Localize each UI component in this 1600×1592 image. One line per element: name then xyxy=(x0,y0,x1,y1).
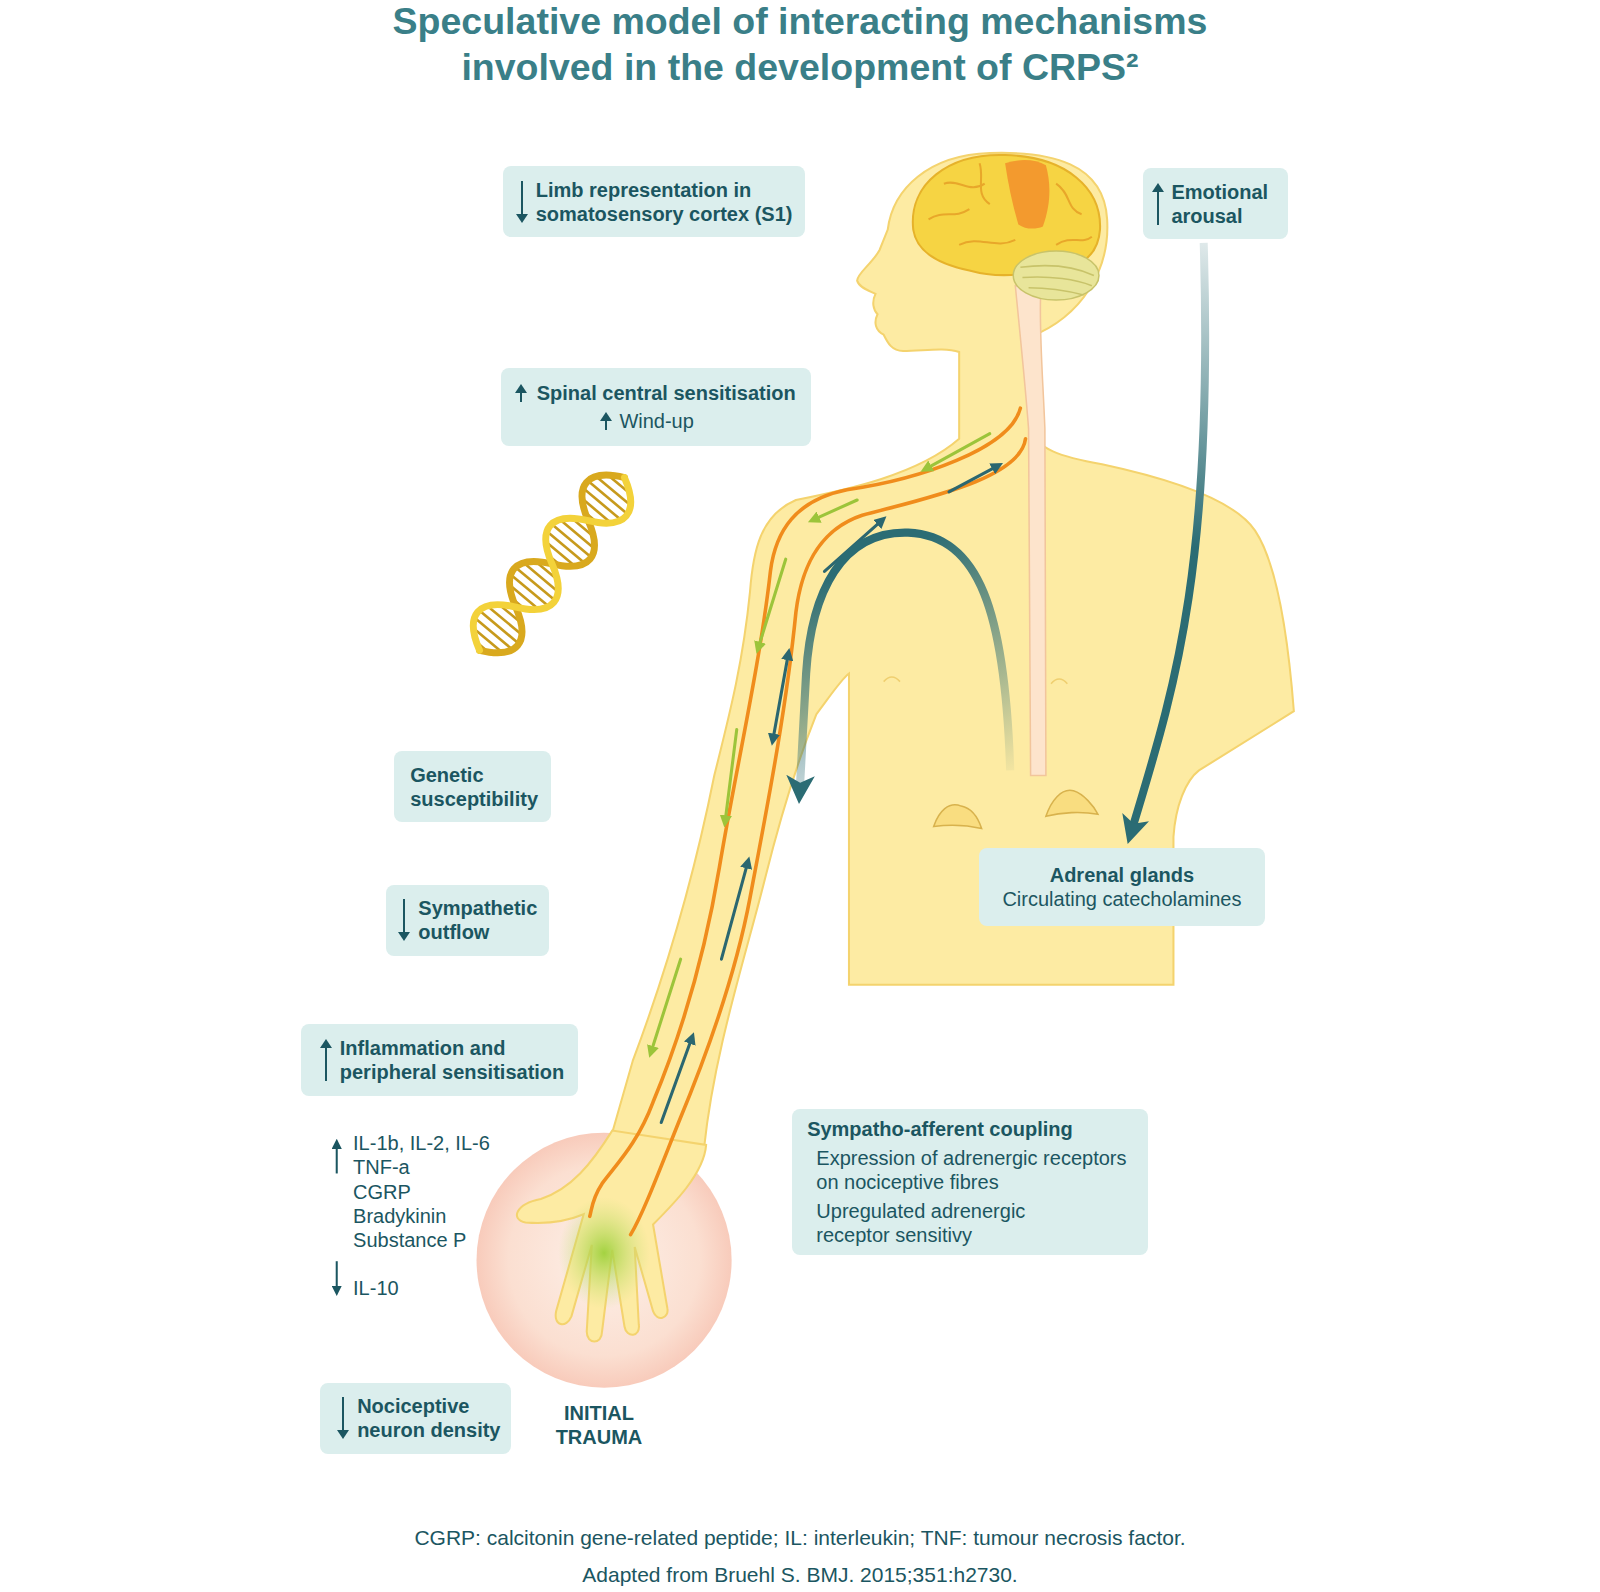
figure-caption: CGRP: calcitonin gene-related peptide; I… xyxy=(50,1525,1550,1551)
mediator-label: Substance P xyxy=(353,1228,466,1252)
spinal-cord xyxy=(1015,286,1046,776)
text-row: Adrenal glands xyxy=(979,863,1266,887)
arrow-shaft xyxy=(1157,189,1159,225)
mechanism-box: Limb representation in somatosensory cor… xyxy=(503,166,805,236)
brain-gyri xyxy=(929,163,1092,245)
box-heading: Inflammation and peripheral sensitisatio… xyxy=(340,1036,572,1084)
box-heading: Limb representation in somatosensory cor… xyxy=(536,178,799,226)
text-row: Upregulated adrenergic receptor sensitiv… xyxy=(792,1199,1148,1247)
increase-arrow xyxy=(336,1147,338,1174)
increase-arrow xyxy=(1152,183,1164,225)
cerebellum-folds xyxy=(1020,266,1093,295)
increase-arrow xyxy=(320,1039,332,1081)
cerebellum xyxy=(1013,251,1099,300)
increase-arrow xyxy=(600,412,612,430)
afferent-arrows xyxy=(661,467,995,1122)
somatosensory-cortex xyxy=(1005,160,1049,229)
mechanism-box: Sympathetic outflow xyxy=(386,885,549,956)
efferent-arrows xyxy=(652,434,990,1049)
box-heading: Sympathetic outflow xyxy=(418,896,543,944)
box-heading: Spinal central sensitisation xyxy=(537,381,806,405)
hand xyxy=(517,1131,706,1342)
mediator-label: Bradykinin xyxy=(353,1204,446,1228)
mechanism-box: Inflammation and peripheral sensitisatio… xyxy=(301,1024,578,1095)
arrow-head xyxy=(600,412,612,421)
influence-arrow xyxy=(1133,243,1205,827)
box-text: Wind-up xyxy=(619,409,805,433)
mechanism-box: Spinal central sensitisationWind-up xyxy=(501,368,811,446)
reference-note: Adapted from Bruehl S. BMJ. 2015;351:h27… xyxy=(50,1562,1550,1587)
text-row: Inflammation and peripheral sensitisatio… xyxy=(301,1036,578,1084)
mechanism-box: Emotional arousal xyxy=(1143,168,1288,238)
arrow-shaft xyxy=(403,899,405,935)
text-row: Genetic susceptibility xyxy=(394,763,551,811)
box-text: Upregulated adrenergic receptor sensitiv… xyxy=(816,1199,1083,1247)
arrow-head xyxy=(516,214,528,223)
text-row: Emotional arousal xyxy=(1143,180,1288,228)
text-row: Limb representation in somatosensory cor… xyxy=(503,178,805,226)
mechanism-box: Sympatho-afferent couplingExpression of … xyxy=(792,1109,1148,1255)
arrow-shaft xyxy=(325,1045,327,1081)
arrow-shaft xyxy=(521,181,523,217)
decrease-arrow xyxy=(516,181,528,223)
decrease-arrow xyxy=(337,1397,349,1439)
arrow-head xyxy=(320,1039,332,1048)
mechanism-box: Adrenal glandsCirculating catecholamines xyxy=(979,848,1266,926)
body-silhouette xyxy=(612,153,1294,1148)
box-heading: Genetic susceptibility xyxy=(410,763,545,811)
chest-mark xyxy=(1051,679,1067,684)
box-heading: Emotional arousal xyxy=(1171,180,1281,228)
box-heading: Adrenal glands xyxy=(987,863,1258,887)
arrow-head xyxy=(337,1430,349,1439)
arrow-head xyxy=(398,932,410,941)
arrow-head xyxy=(515,384,527,393)
adrenal-gland xyxy=(934,805,982,829)
text-row: Spinal central sensitisation xyxy=(501,381,811,405)
text-row: Wind-up xyxy=(501,409,811,433)
arrow-shaft xyxy=(342,1397,344,1433)
box-heading: Nociceptive neuron density xyxy=(357,1394,507,1442)
injury-glow xyxy=(558,1197,650,1309)
arrow-head xyxy=(1152,183,1164,192)
text-row: Expression of adrenergic receptors on no… xyxy=(792,1146,1148,1194)
decrease-arrow xyxy=(398,899,410,941)
mediator-label: IL-10 xyxy=(353,1276,399,1300)
mechanism-box: Nociceptive neuron density xyxy=(320,1383,511,1454)
mediator-label: TNF-a xyxy=(353,1155,410,1179)
text-row: Sympatho-afferent coupling xyxy=(792,1117,1148,1141)
box-text: Circulating catecholamines xyxy=(987,887,1258,911)
text-row: Circulating catecholamines xyxy=(979,887,1266,911)
mediator-label: CGRP xyxy=(353,1180,411,1204)
box-heading: Sympatho-afferent coupling xyxy=(807,1117,1136,1141)
mediator-label: IL-1b, IL-2, IL-6 xyxy=(353,1131,490,1155)
diagram-title: Speculative model of interacting mechani… xyxy=(350,0,1250,90)
trauma-label: INITIAL TRAUMA xyxy=(544,1401,654,1449)
decrease-arrow xyxy=(336,1261,338,1288)
increase-arrow xyxy=(515,384,527,402)
box-text: Expression of adrenergic receptors on no… xyxy=(816,1146,1136,1194)
dna-helix xyxy=(460,461,645,667)
adrenal-gland xyxy=(1046,790,1098,816)
mechanism-box: Genetic susceptibility xyxy=(394,751,551,822)
chest-mark xyxy=(884,677,900,682)
catecholamine-arrow xyxy=(800,533,1010,786)
text-row: Nociceptive neuron density xyxy=(320,1394,511,1442)
text-row: Sympathetic outflow xyxy=(386,896,549,944)
